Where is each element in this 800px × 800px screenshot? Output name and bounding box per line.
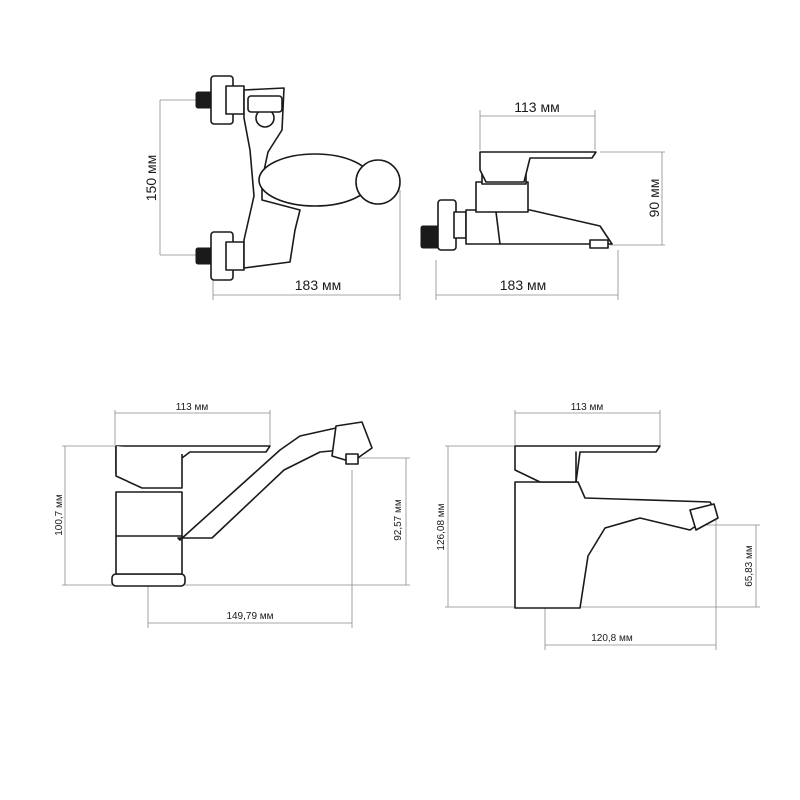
height-label: 126,08 мм bbox=[436, 503, 447, 550]
height-label: 90 мм bbox=[646, 179, 662, 218]
spout-height-label: 65,83 мм bbox=[744, 545, 755, 587]
width-label: 183 мм bbox=[500, 277, 547, 293]
reach-label: 120,8 мм bbox=[591, 633, 633, 644]
basin-mixer-short-view: 113 мм 126,08 мм 65,83 мм 120,8 мм bbox=[436, 402, 760, 650]
wall-mixer-side-view: 113 мм 90 мм 183 мм bbox=[420, 99, 665, 300]
wall-mixer-front-view: 150 мм 183 мм bbox=[143, 75, 401, 300]
handle-label: 113 мм bbox=[176, 402, 209, 413]
reach-label: 149,79 мм bbox=[226, 611, 273, 622]
height-label: 150 мм bbox=[143, 155, 159, 202]
height-label: 100,7 мм bbox=[54, 494, 65, 536]
spout-height-label: 92,57 мм bbox=[393, 499, 404, 541]
basin-mixer-tall-view: 113 мм 100,7 мм 92,57 мм 149,79 мм bbox=[54, 402, 410, 628]
width-label: 183 мм bbox=[295, 277, 342, 293]
handle-label: 113 мм bbox=[571, 402, 604, 413]
handle-label: 113 мм bbox=[514, 99, 559, 115]
